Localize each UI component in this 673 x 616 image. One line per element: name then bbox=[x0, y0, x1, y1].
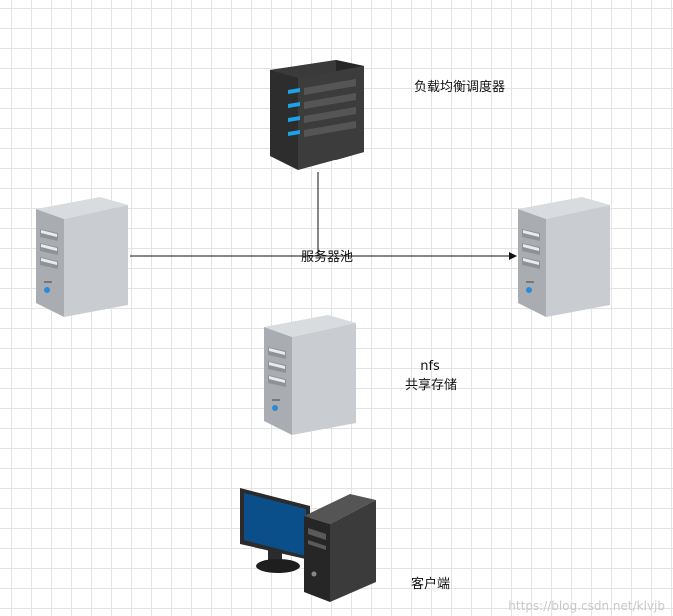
nfs-label-line2: 共享存储 bbox=[405, 378, 458, 393]
client-workstation-icon[interactable] bbox=[238, 486, 380, 604]
load-balancer-label: 负载均衡调度器 bbox=[414, 80, 506, 95]
client-label: 客户端 bbox=[411, 577, 451, 592]
pool-server-right-icon[interactable] bbox=[512, 193, 612, 319]
server-pool-label: 服务器池 bbox=[301, 250, 354, 265]
nfs-storage-server-icon[interactable] bbox=[256, 311, 360, 437]
pool-server-left-icon[interactable] bbox=[30, 193, 130, 319]
load-balancer-server-icon[interactable] bbox=[266, 52, 368, 174]
nfs-label-line1: nfs bbox=[420, 359, 440, 374]
watermark: https://blog.csdn.net/klvjb bbox=[508, 599, 665, 613]
